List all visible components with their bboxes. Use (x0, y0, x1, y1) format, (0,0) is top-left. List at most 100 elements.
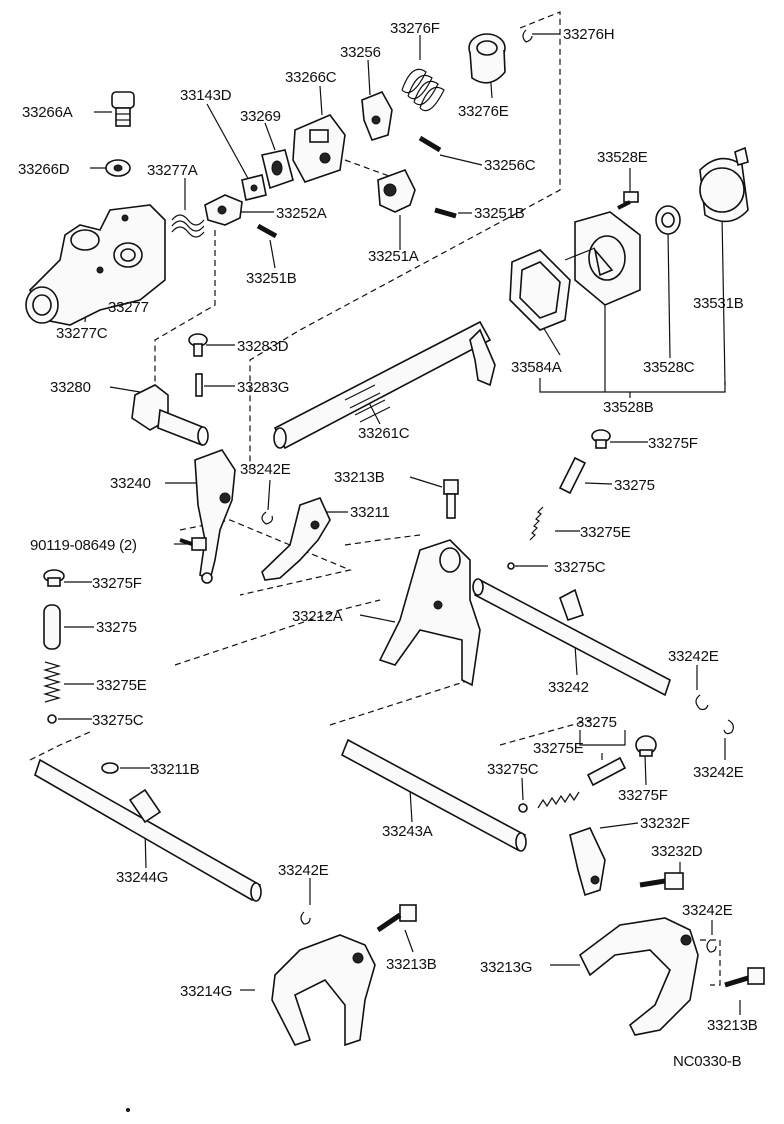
pin-33275-lower-shape (586, 756, 627, 787)
pin-33275-upper-shape (558, 456, 587, 495)
label-33275E-upper: 33275E (580, 524, 631, 541)
label-33280: 33280 (50, 379, 91, 396)
label-33266D: 33266D (18, 161, 70, 178)
fork-33212A-shape (378, 539, 481, 687)
label-33242: 33242 (548, 679, 589, 696)
label-33277: 33277 (108, 299, 149, 316)
label-90119-08649: 90119-08649 (2) (30, 537, 137, 554)
plug-33275F-upper-shape (591, 429, 611, 449)
part-drawings (25, 29, 765, 1112)
label-33275C-lower: 33275C (487, 761, 539, 778)
pin-33256C-shape (418, 135, 442, 153)
label-33232F: 33232F (640, 815, 690, 832)
clip-33242E-lowerright-shape (706, 939, 717, 953)
bolt-33213B-lowerright-shape (724, 967, 765, 988)
label-33211B: 33211B (150, 761, 200, 778)
label-33275E-lower: 33275E (533, 740, 584, 757)
label-33275F-upper: 33275F (648, 435, 698, 452)
bracket-33143D-shape (241, 174, 267, 201)
label-33283D: 33283D (237, 338, 289, 355)
ball-33275C-left-shape (47, 714, 57, 724)
lever-33252A-shape (204, 194, 243, 226)
shaft-33243A-shape (340, 738, 527, 852)
label-33256: 33256 (340, 44, 381, 61)
label-33531B: 33531B (693, 295, 744, 312)
boot-33531B-shape (699, 146, 749, 223)
stray-dot (126, 1108, 130, 1112)
label-33251B-lower: 33251B (246, 270, 297, 287)
clip-33242E-upper-shape (261, 511, 273, 525)
part-labels: 33266A 33266D 33143D 33269 33266C 33256 … (18, 20, 758, 1070)
shaft-33261C-shape (273, 320, 496, 450)
diagram-code: NC0330-B (673, 1053, 742, 1070)
bolt-33213B-lower-shape (376, 904, 417, 933)
label-33275-left: 33275 (96, 619, 137, 636)
label-33251A: 33251A (368, 248, 419, 265)
label-33242E-upper: 33242E (240, 461, 291, 478)
label-33242E-lowerright: 33242E (682, 902, 733, 919)
spring-33275E-left-shape (42, 661, 62, 703)
label-33242E-lower: 33242E (278, 862, 329, 879)
clip-33242E-right-shape (695, 694, 709, 711)
cover-33528B-shape (564, 211, 641, 306)
label-33277A: 33277A (147, 162, 198, 179)
shaft-33244G-shape (34, 758, 262, 902)
label-33261C: 33261C (358, 425, 410, 442)
pin-33251B-upper-shape (434, 207, 457, 219)
label-33266A: 33266A (22, 104, 73, 121)
label-33275-lower: 33275 (576, 714, 617, 731)
bracket-33256-shape (361, 90, 393, 141)
bracket-33232F-shape (569, 827, 606, 897)
ball-33275C-lower-shape (518, 803, 528, 813)
shaft-33242-shape (472, 578, 671, 697)
fork-33213G-shape (578, 917, 699, 1036)
label-33252A: 33252A (276, 205, 327, 222)
plug-33266A-shape (111, 91, 135, 127)
label-33276H: 33276H (563, 26, 614, 43)
label-33232D: 33232D (651, 843, 703, 860)
collar-33251A-shape (377, 169, 416, 213)
label-33584A: 33584A (511, 359, 562, 376)
block-33266C-shape (292, 114, 346, 183)
bolt-33213B-middle-shape (443, 479, 459, 519)
clip-33276H-shape (522, 29, 533, 43)
label-33213G: 33213G (480, 959, 532, 976)
label-33213B-middle: 33213B (334, 469, 385, 486)
plug-33275F-left-shape (43, 569, 65, 587)
plate-33269-shape (261, 149, 294, 190)
label-33256C: 33256C (484, 157, 536, 174)
clip-33242E-right2-shape (723, 719, 734, 735)
washer-33266D-shape (105, 159, 131, 177)
clip-33242E-lower-shape (300, 911, 311, 925)
ball-33275C-upper-shape (507, 562, 515, 570)
fork-33214G-shape (271, 934, 376, 1047)
label-33266C: 33266C (285, 69, 337, 86)
plug-33275F-lower-shape (635, 735, 657, 757)
spring-33277A-shape (171, 214, 205, 238)
pin-33251B-lower-shape (256, 223, 278, 239)
label-33244G: 33244G (116, 869, 168, 886)
shaft-33280-shape (131, 384, 209, 447)
label-33213B-lowerright: 33213B (707, 1017, 758, 1034)
label-33214G: 33214G (180, 983, 232, 1000)
bolt-33232D-shape (639, 872, 684, 890)
label-33283G: 33283G (237, 379, 289, 396)
label-33213B-lower: 33213B (386, 956, 437, 973)
label-33276F: 33276F (390, 20, 440, 37)
label-33212A: 33212A (292, 608, 343, 625)
label-33240: 33240 (110, 475, 151, 492)
spring-33275E-lower-shape (537, 791, 580, 809)
cap-33276E-shape (468, 33, 506, 84)
label-33275C-left: 33275C (92, 712, 144, 729)
label-33528E: 33528E (597, 149, 648, 166)
label-33528C: 33528C (643, 359, 695, 376)
label-33269: 33269 (240, 108, 281, 125)
label-33143D: 33143D (180, 87, 232, 104)
label-33243A: 33243A (382, 823, 433, 840)
label-33275F-left: 33275F (92, 575, 142, 592)
label-33242E-right: 33242E (668, 648, 719, 665)
lever-33211-shape (261, 497, 331, 581)
label-33275-upper: 33275 (614, 477, 655, 494)
bolt-33283D-shape (188, 333, 208, 357)
